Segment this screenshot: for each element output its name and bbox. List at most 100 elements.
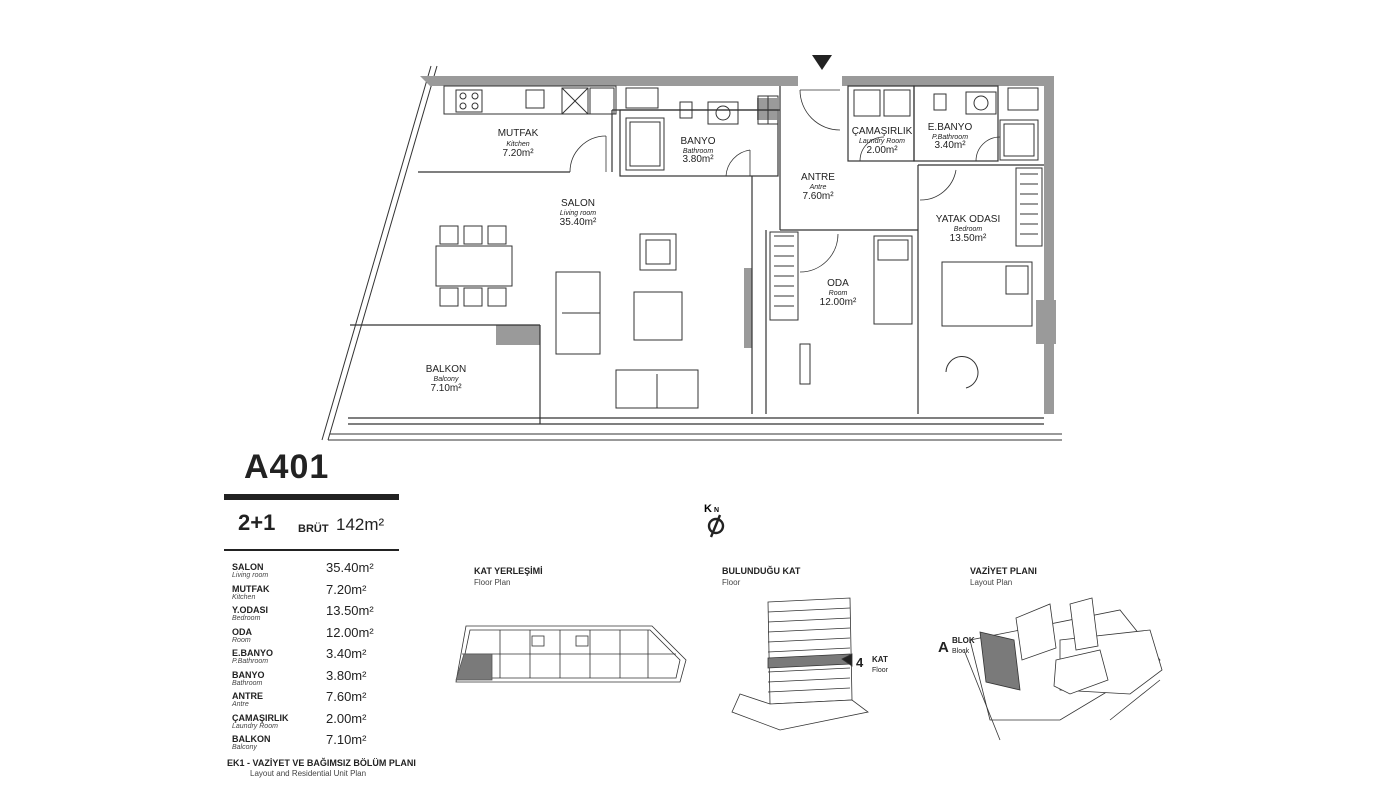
svg-text:BLOK: BLOK	[952, 636, 975, 645]
entrance-arrow	[812, 55, 832, 70]
area-name-en: Bedroom	[232, 615, 261, 622]
floor-plan-thumbnail	[455, 625, 687, 683]
room-label-mutfak: MUTFAK	[498, 128, 539, 139]
room-label-oda: ODA	[827, 278, 849, 289]
svg-text:3.40m²: 3.40m²	[934, 140, 966, 151]
kitchen-counter	[443, 85, 617, 115]
svg-text:Bedroom: Bedroom	[954, 226, 983, 233]
area-value: 12.00m²	[326, 624, 374, 640]
room-labels: MUTFAK Kitchen 7.20m² BANYO Bathroom 3.8…	[426, 122, 1001, 394]
area-name-en: Kitchen	[232, 593, 256, 601]
salon-furniture	[435, 225, 699, 409]
area-name: ÇAMAŞIRLIK	[232, 712, 289, 723]
block-label: A BLOK Block	[938, 636, 975, 656]
site-caption: VAZİYET PLANI	[970, 566, 1037, 576]
area-value: 13.50m²	[326, 603, 374, 618]
facade-line-2	[321, 65, 432, 441]
svg-text:7.20m²: 7.20m²	[502, 148, 534, 159]
area-name: BANYO	[232, 669, 265, 680]
unit-code: A401	[244, 448, 330, 486]
svg-text:7.60m²: 7.60m²	[802, 191, 834, 202]
svg-text:Kitchen: Kitchen	[506, 141, 529, 148]
svg-text:7.10m²: 7.10m²	[430, 383, 462, 394]
svg-text:4: 4	[856, 655, 864, 670]
floor-caption-en: Floor	[722, 578, 741, 587]
area-value: 7.20m²	[326, 581, 367, 597]
area-name-en: Laundry Room	[232, 722, 278, 730]
area-name: Y.ODASI	[232, 605, 269, 615]
site-caption-en: Layout Plan	[970, 578, 1013, 587]
room-label-yatak: YATAK ODASI	[936, 214, 1000, 225]
oda-furniture	[769, 231, 913, 385]
footnote-subtitle: Layout and Residential Unit Plan	[250, 769, 367, 778]
bathroom-fixtures	[625, 87, 1039, 171]
area-name: SALON	[232, 562, 264, 572]
gross-label: BRÜT	[298, 523, 329, 535]
room-label-ebanyo: E.BANYO	[928, 122, 973, 133]
area-value: 7.60m²	[326, 689, 367, 704]
svg-text:3.80m²: 3.80m²	[682, 154, 714, 165]
floor-plan-caption-en: Floor Plan	[474, 578, 511, 587]
area-name-en: Balcony	[232, 744, 257, 751]
room-label-banyo: BANYO	[680, 136, 715, 147]
footnote-title: EK1 - VAZİYET VE BAĞIMSIZ BÖLÜM PLANI	[227, 758, 416, 768]
svg-text:Balcony: Balcony	[434, 376, 459, 383]
facade-line	[327, 65, 438, 441]
svg-text:Bathroom: Bathroom	[683, 148, 714, 155]
svg-text:P.Bathroom: P.Bathroom	[932, 134, 968, 141]
room-label-salon: SALON	[561, 198, 595, 209]
area-name: E.BANYO	[232, 648, 274, 658]
floor-indicator: 4 KAT Floor	[856, 655, 889, 674]
floor-plan-caption: KAT YERLEŞİMİ	[474, 566, 543, 576]
walls	[420, 76, 1056, 414]
area-name: MUTFAK	[232, 583, 270, 594]
site-plan	[963, 597, 1163, 741]
room-label-camasirlik: ÇAMAŞIRLIK	[852, 126, 913, 137]
svg-text:Antre: Antre	[809, 184, 827, 191]
svg-text:2.00m²: 2.00m²	[866, 145, 898, 156]
area-name: ANTRE	[232, 691, 263, 701]
area-value: 7.10m²	[326, 732, 367, 747]
area-name-en: Antre	[232, 701, 249, 708]
area-name-en: Living room	[232, 572, 269, 579]
svg-text:Floor: Floor	[872, 667, 889, 674]
area-name: ODA	[232, 626, 252, 637]
area-value: 35.40m²	[326, 560, 374, 575]
svg-text:Block: Block	[952, 648, 970, 655]
floor-caption: BULUNDUĞU KAT	[722, 566, 801, 576]
room-label-antre: ANTRE	[801, 172, 835, 183]
room-label-balkon: BALKON	[426, 364, 467, 375]
area-name-en: P.Bathroom	[232, 658, 269, 665]
area-value: 3.80m²	[326, 667, 367, 683]
svg-text:N: N	[714, 507, 719, 514]
divider-thin	[224, 549, 399, 551]
area-name-en: Room	[232, 636, 251, 644]
svg-text:K: K	[704, 503, 712, 515]
floor-building-tower	[731, 597, 869, 731]
unit-highlight	[455, 653, 493, 681]
block-a-highlight	[979, 631, 1021, 691]
doors	[569, 89, 1001, 273]
svg-text:Room: Room	[829, 290, 848, 297]
area-value: 2.00m²	[326, 710, 367, 726]
svg-text:KAT: KAT	[872, 655, 888, 664]
area-value: 3.40m²	[326, 646, 367, 661]
interior-walls	[348, 85, 1044, 425]
area-name-en: Bathroom	[232, 679, 263, 687]
gross-area: 142m²	[336, 515, 385, 534]
svg-text:13.50m²: 13.50m²	[950, 233, 987, 244]
svg-text:A: A	[938, 639, 949, 656]
bedroom-furniture	[941, 167, 1043, 389]
svg-text:35.40m²: 35.40m²	[560, 217, 597, 228]
svg-text:Living room: Living room	[560, 210, 596, 217]
